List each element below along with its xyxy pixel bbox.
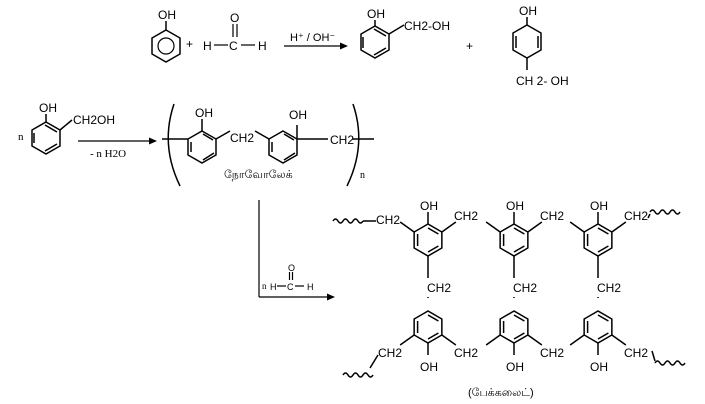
ch2-bond (527, 334, 543, 346)
novolac-polymer: OH CH2 OH CH2 n (162, 103, 374, 187)
bakelite-bottom-ch2: CH2 (624, 346, 648, 360)
bakelite-bridge-ch2: CH2 (513, 281, 537, 295)
bakelite-name: (பேக்கலைட்) (468, 387, 534, 399)
ch2-bond (485, 334, 501, 346)
bakelite-top-ch2: CH2 (624, 209, 648, 223)
monomer-oh-label: OH (39, 101, 57, 115)
para-ch2oh-label: CH 2- OH (516, 74, 569, 88)
formaldehyde-molecule: H C H O (203, 11, 267, 53)
ch2-bond (611, 221, 627, 233)
bakelite-bridge-ch2: CH2 (427, 281, 451, 295)
double-bond-line (597, 227, 609, 235)
arrow-2-conditions: - n H2O (90, 148, 126, 160)
ch2-bond (569, 221, 585, 233)
double-bond-line (597, 245, 609, 253)
novolac-bridge-ch2: CH2 (230, 131, 254, 145)
para-hydroxymethylphenol: OH CH 2- OH (512, 4, 569, 88)
monomer-hydroxymethylphenol: OH CH2OH (31, 101, 115, 155)
double-bond-line (597, 332, 609, 340)
arrow-3-h-right: H (307, 282, 314, 292)
reaction-arrow-2: - n H2O (78, 137, 157, 160)
bakelite-bridge-ch2: CH2 (597, 281, 621, 295)
double-bond-line (513, 245, 525, 253)
bakelite-top-ch2: CH2 (540, 209, 564, 223)
bakelite-bottom-ch2: CH2 (540, 346, 564, 360)
bakelite-bottom-oh: OH (590, 360, 608, 374)
arrow-1-conditions: H⁺ / OH⁻ (290, 32, 335, 44)
wavy-chain-end (342, 372, 374, 378)
double-bond-line (513, 314, 525, 322)
bakelite-top-ch2: CH2 (454, 209, 478, 223)
double-bond-line (427, 245, 439, 253)
arrow-3-c: C (287, 282, 294, 292)
reaction-arrow-3: n H C H O (258, 200, 335, 301)
formaldehyde-o: O (230, 11, 239, 25)
ch2-bond (569, 334, 585, 346)
wavy-chain-end (332, 218, 364, 224)
ch2-bond (399, 334, 415, 346)
arrow-3-o: O (288, 263, 295, 273)
wavy-chain-end (649, 209, 681, 215)
ch2-bond (611, 334, 627, 346)
ch2-bond (399, 221, 415, 233)
chain-bond (647, 213, 651, 219)
ch2-bond (441, 221, 457, 233)
double-bond-line (427, 227, 439, 235)
ortho-oh-label: OH (367, 7, 385, 21)
wavy-chain-end (654, 360, 686, 366)
bakelite-network: OHCH2CH2OHCH2OHCH2CH2OHCH2OHCH2CH2OHCH2C… (332, 199, 686, 378)
double-bond-line (513, 227, 525, 235)
bakelite-bottom-oh: OH (420, 360, 438, 374)
formaldehyde-h-right: H (258, 39, 267, 53)
bakelite-top-oh: OH (506, 199, 524, 213)
monomer-ch2oh-label: CH2OH (73, 113, 115, 127)
ortho-ch2oh-label: CH2-OH (404, 19, 450, 33)
ortho-hydroxymethylphenol: OH CH2-OH (360, 7, 450, 59)
formaldehyde-c: C (229, 39, 238, 53)
bakelite-top-oh: OH (590, 199, 608, 213)
double-bond-line (597, 314, 609, 322)
novolac-name: நோவோலேக் (224, 169, 293, 181)
bakelite-top-oh: OH (420, 199, 438, 213)
formaldehyde-h-left: H (203, 39, 212, 53)
phenol-oh-label: OH (158, 8, 176, 22)
chain-bond (651, 350, 656, 362)
phenol-molecule: OH (151, 8, 181, 63)
novolac-subscript-n: n (360, 170, 365, 181)
novolac-ring2-oh: OH (289, 108, 307, 122)
bakelite-left-bottom-ch2: CH2 (378, 346, 402, 360)
para-oh-label: OH (519, 4, 537, 18)
reaction-arrow-1: H⁺ / OH⁻ (284, 32, 348, 50)
novolac-end-ch2: CH2 (330, 133, 354, 147)
novolac-ring1-oh: OH (195, 106, 213, 120)
chain-bond (369, 354, 379, 369)
bakelite-bottom-ch2: CH2 (454, 346, 478, 360)
ch2-bond (485, 221, 501, 233)
bakelite-bottom-oh: OH (506, 360, 524, 374)
arrow-3-h-left: H (270, 282, 277, 292)
ch2-bond (527, 221, 543, 233)
plus-sign-1: + (186, 37, 193, 51)
ch2-bond (441, 334, 457, 346)
bakelite-left-top-ch2: CH2 (376, 213, 400, 227)
double-bond-line (513, 332, 525, 340)
double-bond-line (427, 314, 439, 322)
plus-sign-2: + (466, 39, 473, 53)
arrow-3-n: n (262, 281, 267, 291)
monomer-coefficient-n: n (18, 131, 24, 143)
double-bond-line (427, 332, 439, 340)
